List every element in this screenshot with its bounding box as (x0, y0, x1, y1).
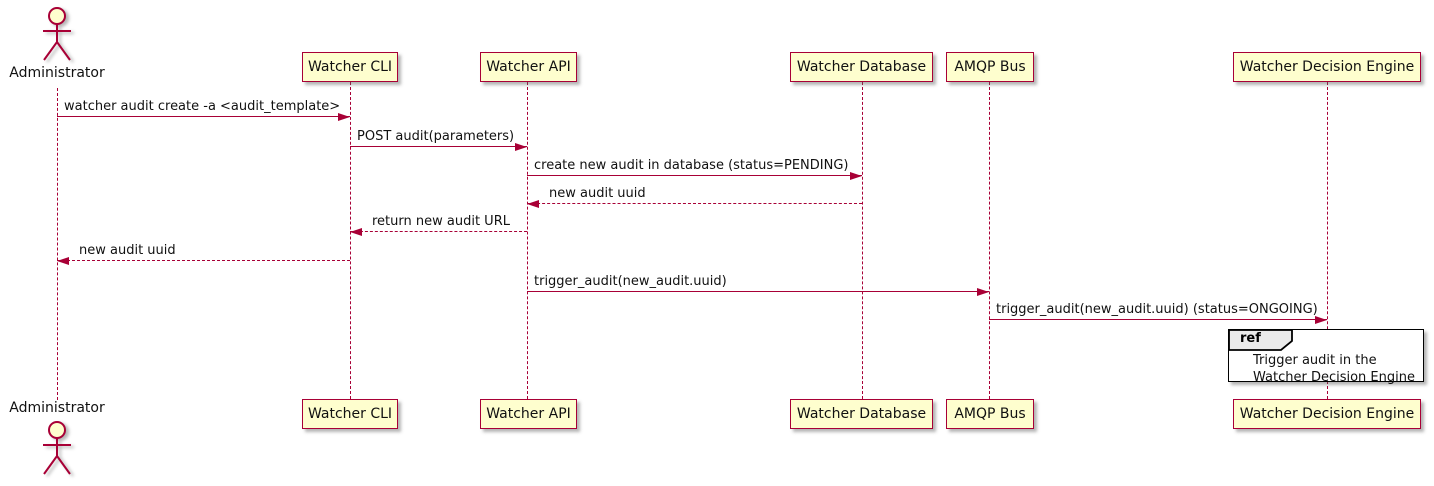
arrowhead-right-icon (977, 287, 989, 296)
message-3: create new audit in database (status=PEN… (527, 158, 862, 180)
ref-body-line2: Watcher Decision Engine (1253, 370, 1415, 385)
message-1-line (57, 116, 350, 117)
participant-watcher-decision-engine-top: Watcher Decision Engine (1233, 52, 1421, 82)
message-6-label: new audit uuid (79, 243, 176, 258)
lifeline-amqp-bus (989, 82, 990, 399)
participant-watcher-cli-top: Watcher CLI (302, 52, 398, 82)
arrowhead-right-icon (1315, 315, 1327, 324)
message-2: POST audit(parameters) (350, 129, 527, 151)
actor-administrator-label-top: Administrator (9, 65, 105, 81)
message-8-label: trigger_audit(new_audit.uuid) (status=ON… (996, 302, 1318, 317)
message-7-line (527, 291, 989, 292)
lifeline-watcher-database (862, 82, 863, 399)
participant-amqp-bus-top: AMQP Bus (946, 52, 1034, 82)
actor-administrator-icon-bottom (43, 421, 71, 475)
ref-body: Trigger audit in the Watcher Decision En… (1253, 352, 1415, 386)
ref-header-pentagon-icon (1228, 329, 1293, 351)
ref-fragment: ref Trigger audit in the Watcher Decisio… (1228, 329, 1424, 385)
message-3-line (527, 175, 862, 176)
message-1: watcher audit create -a <audit_template> (57, 99, 350, 121)
actor-administrator-label-bottom: Administrator (9, 400, 105, 416)
message-6-line (57, 260, 350, 261)
message-2-line (350, 146, 527, 147)
lifeline-watcher-decision-engine (1327, 82, 1328, 399)
actor-administrator-icon (43, 7, 71, 61)
participant-watcher-decision-engine-bottom: Watcher Decision Engine (1233, 399, 1421, 429)
ref-keyword: ref (1240, 331, 1261, 346)
participant-watcher-database-top: Watcher Database (790, 52, 933, 82)
message-3-label: create new audit in database (status=PEN… (534, 158, 849, 173)
participant-watcher-database-bottom: Watcher Database (790, 399, 933, 429)
ref-body-line1: Trigger audit in the (1253, 353, 1377, 368)
lifeline-watcher-cli (350, 82, 351, 399)
lifeline-watcher-api (527, 82, 528, 399)
message-4: new audit uuid (527, 186, 862, 208)
participant-amqp-bus-bottom: AMQP Bus (946, 399, 1034, 429)
arrowhead-right-icon (515, 142, 527, 151)
message-7: trigger_audit(new_audit.uuid) (527, 274, 989, 296)
participant-watcher-cli-bottom: Watcher CLI (302, 399, 398, 429)
lifeline-administrator (57, 88, 58, 400)
message-5: return new audit URL (350, 214, 527, 236)
message-7-label: trigger_audit(new_audit.uuid) (534, 274, 727, 289)
participant-watcher-api-top: Watcher API (480, 52, 577, 82)
arrowhead-left-icon (57, 256, 69, 265)
arrowhead-right-icon (850, 171, 862, 180)
arrowhead-right-icon (338, 112, 350, 121)
arrowhead-left-icon (350, 227, 362, 236)
message-6: new audit uuid (57, 243, 350, 265)
participant-watcher-api-bottom: Watcher API (480, 399, 577, 429)
message-1-label: watcher audit create -a <audit_template> (64, 99, 341, 114)
message-8-line (989, 319, 1327, 320)
message-8: trigger_audit(new_audit.uuid) (status=ON… (989, 302, 1327, 324)
message-4-label: new audit uuid (549, 186, 646, 201)
message-4-line (527, 203, 862, 204)
message-5-label: return new audit URL (372, 214, 510, 229)
message-2-label: POST audit(parameters) (357, 129, 515, 144)
arrowhead-left-icon (527, 199, 539, 208)
message-5-line (350, 231, 527, 232)
